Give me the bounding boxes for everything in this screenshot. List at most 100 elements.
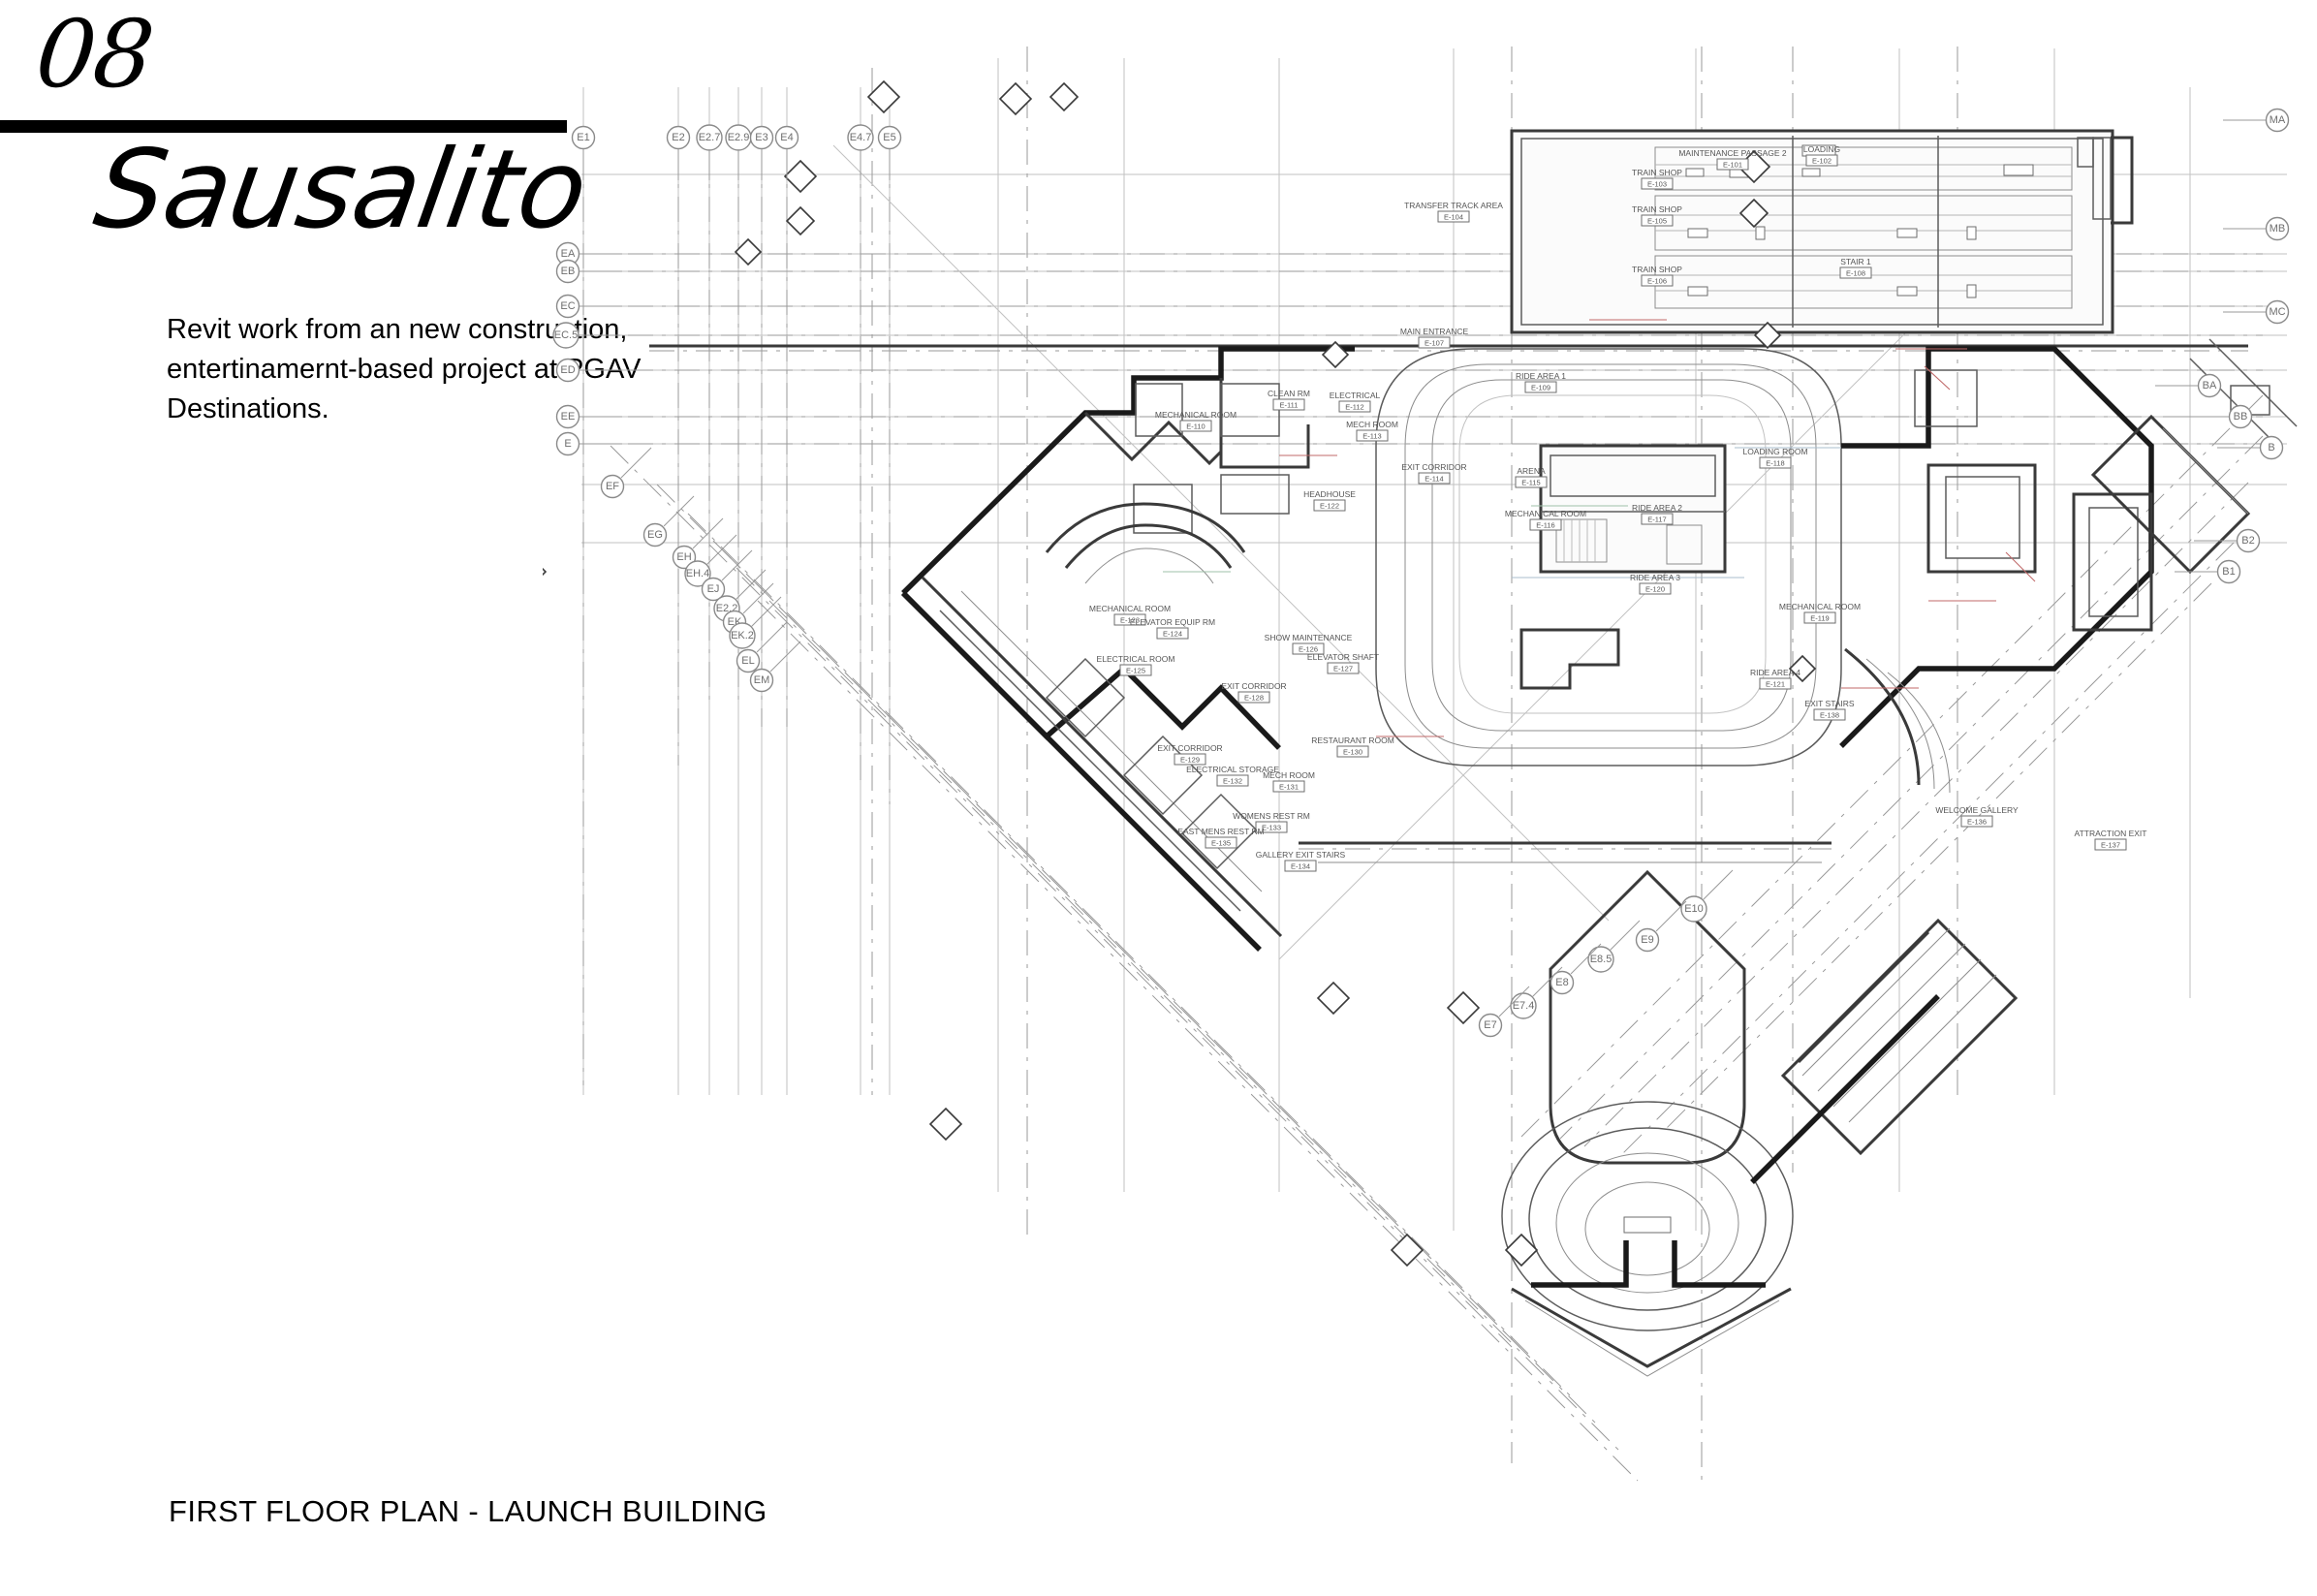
room-label: RIDE AREA 4E-121 — [1750, 668, 1800, 690]
room-number: E-112 — [1345, 403, 1363, 412]
welcome-gallery — [1501, 869, 1794, 1377]
room-number: E-115 — [1521, 479, 1540, 487]
room-number: E-136 — [1967, 818, 1987, 827]
grid-bubble-label: EA — [561, 248, 576, 260]
room-number: E-110 — [1186, 422, 1205, 431]
grid-bubble-leader — [1655, 900, 1687, 932]
grid-bubble-leader — [705, 534, 737, 566]
grid-bubble: MB — [2223, 216, 2290, 241]
grid-bubble-label: MA — [2270, 114, 2286, 126]
lower-left-corridor — [901, 576, 1283, 952]
grid-bubble-label: E4.7 — [850, 132, 872, 143]
room-number: E-124 — [1163, 630, 1182, 639]
grid-bubble-circle — [555, 294, 580, 319]
room-number: E-122 — [1320, 502, 1339, 511]
room-number-box — [1313, 499, 1346, 512]
room-number-box — [1216, 774, 1249, 787]
room-number-box — [1641, 513, 1674, 525]
grid-bubble: E4 — [774, 125, 799, 180]
grid-bubble: E7 — [1478, 986, 1530, 1038]
room-number-box — [1960, 815, 1993, 828]
grid-bubble: E2.9 — [725, 124, 752, 180]
grid-bubble-leader — [1702, 869, 1734, 901]
room-number-box — [1524, 381, 1557, 393]
grid-bubble: EH.4 — [684, 534, 737, 587]
room-label: ELEVATOR EQUIP RME-124 — [1130, 617, 1215, 640]
room-number: E-119 — [1810, 614, 1829, 623]
grid-bubble-label: E5 — [883, 132, 895, 143]
room-name: MECH ROOM — [1346, 420, 1398, 429]
grid-bubble-circle — [555, 259, 580, 284]
grid-bubble-leader — [1498, 986, 1530, 1017]
room-number: E-106 — [1647, 277, 1667, 286]
room-name: EAST MENS REST RM — [1177, 827, 1264, 836]
room-number-box — [1716, 158, 1749, 171]
room-name: MAINTENANCE PASSAGE 2 — [1678, 148, 1787, 158]
room-number-box — [1113, 613, 1146, 626]
detail-markers — [543, 79, 1817, 1267]
room-number-box — [2094, 838, 2127, 851]
room-name: WELCOME GALLERY — [1935, 805, 2019, 815]
grid-bubble: EC.5 — [552, 322, 620, 349]
room-name: MAIN ENTRANCE — [1400, 327, 1469, 336]
grid-bubble-circle — [701, 577, 726, 602]
grid-bubble-circle — [672, 545, 697, 570]
grid-bubble-circle — [729, 622, 756, 649]
grid-bubble-label: E2.7 — [699, 132, 721, 143]
room-number-box — [1327, 662, 1360, 674]
room-number-box — [1174, 753, 1206, 766]
grid-bubble-circle — [749, 125, 774, 150]
room-number-box — [1272, 398, 1305, 411]
room-number-box — [1641, 214, 1674, 227]
room-number: E-101 — [1723, 161, 1742, 170]
room-name: TRANSFER TRACK AREA — [1404, 201, 1503, 210]
grid-bubble-circle — [2265, 299, 2290, 325]
room-number-box — [1336, 745, 1369, 758]
room-number-box — [1529, 518, 1562, 531]
room-number: E-123 — [1120, 616, 1140, 625]
room-number-box — [1356, 429, 1389, 442]
room-number: E-111 — [1280, 401, 1299, 410]
grid-bubble-label: E7 — [1484, 1019, 1496, 1031]
room-number: E-129 — [1180, 756, 1200, 765]
grid-bubble-circle — [749, 668, 774, 693]
grid-bubble: E5 — [877, 125, 902, 180]
room-name: STAIR 1 — [1840, 257, 1871, 266]
room-number-box — [1515, 476, 1548, 488]
room-label: WELCOME GALLERY E-136 — [1935, 805, 2019, 828]
grid-bubble: EC — [555, 294, 622, 319]
room-name: LOADING ROOM — [1742, 447, 1807, 456]
room-name: GALLERY EXIT STAIRS — [1256, 850, 1346, 860]
grid-bubble: E2.7 — [696, 124, 723, 180]
room-name: RIDE AREA 1 — [1516, 371, 1566, 381]
grid-bubble-label: MB — [2270, 223, 2286, 235]
grid-bubble-label: EM — [754, 674, 770, 686]
grid-bubble: E8.5 — [1587, 920, 1641, 973]
room-number: E-108 — [1846, 269, 1865, 278]
drawing-caption: FIRST FLOOR PLAN - LAUNCH BUILDING — [169, 1494, 767, 1528]
grid-bubble: EA — [555, 241, 622, 266]
room-number-box — [1255, 821, 1288, 833]
grid-bubble-label: E8 — [1555, 977, 1568, 988]
room-name: EXIT CORRIDOR — [1401, 462, 1466, 472]
grid-bubble: E4.7 — [847, 124, 874, 180]
room-label: STAIR 1 E-108 — [1839, 257, 1872, 279]
room-number-box — [1292, 642, 1325, 655]
room-number: E-116 — [1536, 521, 1554, 530]
room-number-box — [1641, 274, 1674, 287]
room-name: EXIT STAIRS — [1804, 699, 1855, 708]
grid-bubble-circle — [2265, 216, 2290, 241]
grid-bubble-label: E — [564, 438, 571, 450]
grid-bubble-leader — [663, 495, 695, 527]
grid-bubble-label: E1 — [577, 132, 589, 143]
grid-bubble-label: EG — [647, 529, 663, 541]
